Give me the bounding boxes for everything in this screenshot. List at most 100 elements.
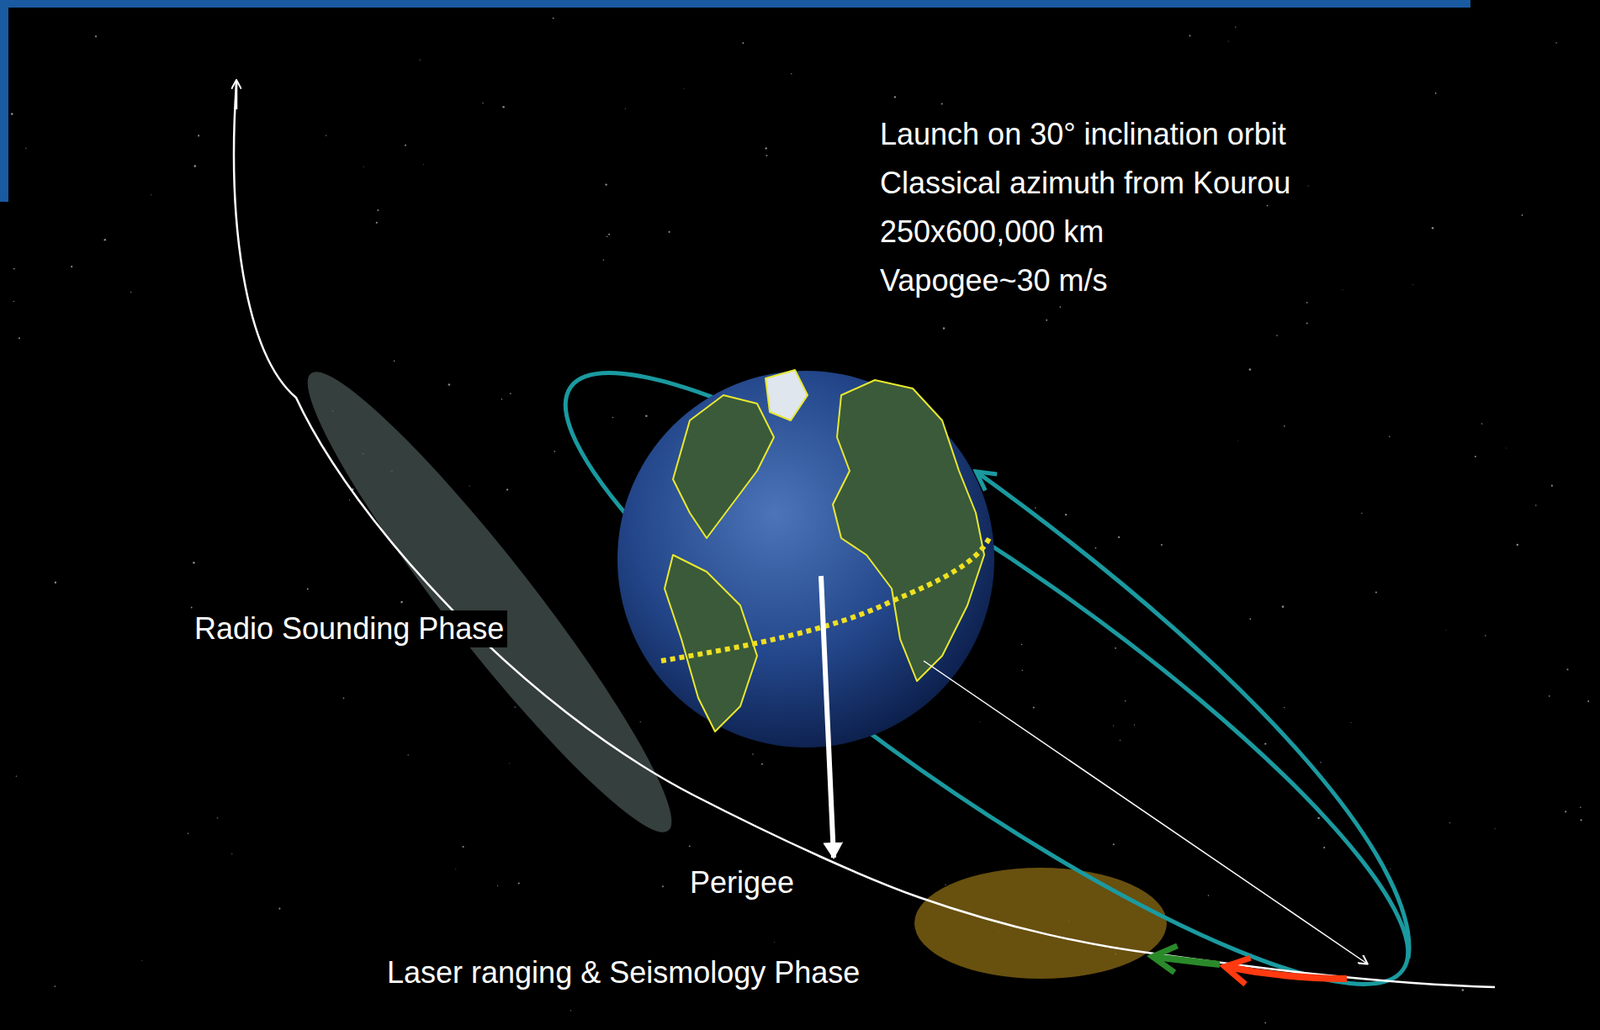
- star: [1034, 507, 1037, 509]
- star: [1521, 214, 1524, 217]
- star: [1445, 630, 1447, 632]
- perigee-label: Perigee: [689, 864, 795, 902]
- star: [1494, 828, 1496, 830]
- star: [1535, 504, 1537, 507]
- trajectory-arrow: [235, 80, 239, 110]
- star: [53, 985, 56, 988]
- star: [95, 35, 97, 38]
- star: [1160, 544, 1163, 546]
- star: [604, 183, 607, 186]
- trajectory: [233, 84, 1495, 988]
- star: [325, 135, 327, 137]
- star: [1022, 669, 1024, 672]
- star: [187, 833, 190, 836]
- star: [1188, 34, 1191, 37]
- star: [502, 105, 504, 108]
- star: [1411, 284, 1414, 287]
- star: [307, 588, 309, 590]
- star: [1350, 722, 1352, 724]
- star: [1119, 740, 1121, 742]
- star: [1579, 806, 1582, 809]
- star: [343, 698, 345, 700]
- orbit-direction-arrow: [977, 472, 1410, 959]
- star: [1124, 700, 1127, 703]
- star: [362, 166, 365, 169]
- star: [606, 236, 609, 239]
- star: [278, 908, 281, 911]
- star: [1249, 618, 1251, 620]
- star: [419, 59, 421, 61]
- star: [1033, 707, 1035, 710]
- star: [741, 42, 744, 44]
- title-bar: [0, 0, 1471, 8]
- star: [1431, 227, 1435, 230]
- star: [1059, 306, 1061, 308]
- star: [518, 882, 520, 885]
- star: [894, 95, 896, 98]
- star: [194, 164, 197, 168]
- star: [1551, 485, 1553, 488]
- star: [1484, 635, 1487, 637]
- star: [979, 720, 981, 723]
- star: [1435, 92, 1437, 95]
- star: [1133, 724, 1135, 726]
- star: [190, 607, 193, 610]
- star: [683, 88, 685, 91]
- star: [1579, 819, 1582, 822]
- star: [667, 231, 670, 234]
- phase-label: Laser ranging & Seismology Phase: [383, 954, 864, 992]
- star: [217, 817, 218, 819]
- star: [376, 222, 378, 224]
- side-bar: [0, 0, 9, 202]
- star: [1317, 817, 1320, 821]
- star: [141, 959, 144, 962]
- star: [482, 102, 483, 104]
- star: [70, 265, 73, 268]
- star: [1587, 700, 1590, 703]
- star: [1112, 725, 1114, 727]
- star: [1117, 536, 1120, 539]
- star: [469, 485, 471, 487]
- star: [1341, 289, 1344, 292]
- star: [1306, 301, 1309, 304]
- star: [1249, 368, 1252, 371]
- star: [773, 942, 776, 944]
- star: [790, 73, 792, 75]
- star: [1567, 668, 1569, 671]
- note-line: 250x600,000 km: [879, 213, 1104, 251]
- star: [662, 885, 664, 888]
- star: [407, 754, 409, 756]
- star: [25, 148, 27, 149]
- star: [104, 238, 106, 241]
- laser-ranging-region: [914, 868, 1167, 980]
- star: [1095, 547, 1097, 550]
- star: [1306, 323, 1309, 325]
- star: [612, 417, 615, 419]
- star: [1207, 895, 1209, 896]
- star: [1283, 425, 1286, 428]
- star: [400, 601, 403, 604]
- star: [513, 706, 515, 708]
- star: [640, 721, 642, 723]
- star: [1283, 707, 1285, 709]
- star: [506, 488, 509, 491]
- star: [1449, 822, 1451, 824]
- star: [1237, 439, 1240, 442]
- earth-globe: [617, 370, 995, 748]
- star: [1114, 647, 1117, 650]
- note-line: Classical azimuth from Kourou: [879, 164, 1291, 202]
- star: [497, 885, 499, 887]
- star: [231, 853, 233, 855]
- star: [455, 868, 457, 871]
- star: [1264, 1022, 1267, 1025]
- star: [13, 268, 16, 271]
- star: [761, 763, 763, 766]
- star: [13, 301, 15, 302]
- star-field: [10, 17, 1590, 1025]
- star: [941, 102, 944, 105]
- star: [1228, 40, 1230, 42]
- star: [766, 154, 769, 157]
- star: [1481, 423, 1484, 425]
